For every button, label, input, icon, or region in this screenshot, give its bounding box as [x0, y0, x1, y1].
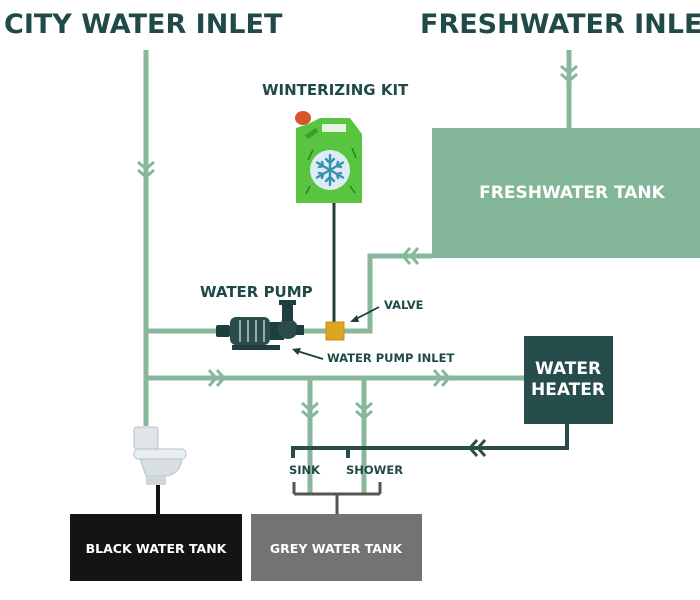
water-heater: WATER HEATER [524, 336, 613, 424]
pump-inlet-pointer [296, 350, 324, 360]
winterizing-kit-label: WINTERIZING KIT [262, 81, 409, 99]
pump-inlet-pointer-head [292, 348, 301, 355]
cold-water-pipes [143, 50, 572, 494]
snowflake-icon [310, 150, 350, 190]
toilet-icon [133, 426, 187, 485]
valve-pointer [353, 306, 380, 321]
water-heater-label-line2: HEATER [531, 380, 605, 400]
black-water-tank: BLACK WATER TANK [70, 514, 242, 581]
grey-water-tank: GREY WATER TANK [251, 514, 422, 581]
grey-water-tank-label: GREY WATER TANK [270, 541, 403, 556]
freshwater-inlet-title: FRESHWATER INLET [420, 9, 700, 40]
hot-water-pipes [291, 424, 569, 458]
freshwater-tank-label: FRESHWATER TANK [479, 183, 665, 203]
valve-label: VALVE [384, 298, 424, 312]
water-pump-label: WATER PUMP [200, 283, 313, 301]
black-water-tank-label: BLACK WATER TANK [86, 541, 228, 556]
valve-pointer-head [350, 315, 359, 322]
water-pump-icon [216, 300, 304, 350]
freshwater-tank: FRESHWATER TANK [432, 128, 700, 258]
grey-drain-lines [292, 482, 382, 514]
shower-label: SHOWER [346, 463, 403, 477]
winterizing-jug-icon [295, 111, 362, 203]
city-water-inlet-title: CITY WATER INLET [4, 9, 283, 40]
water-heater-label-line1: WATER [535, 359, 601, 379]
valve [325, 321, 345, 341]
water-pump-inlet-label: WATER PUMP INLET [327, 351, 454, 365]
sink-label: SINK [289, 463, 321, 477]
